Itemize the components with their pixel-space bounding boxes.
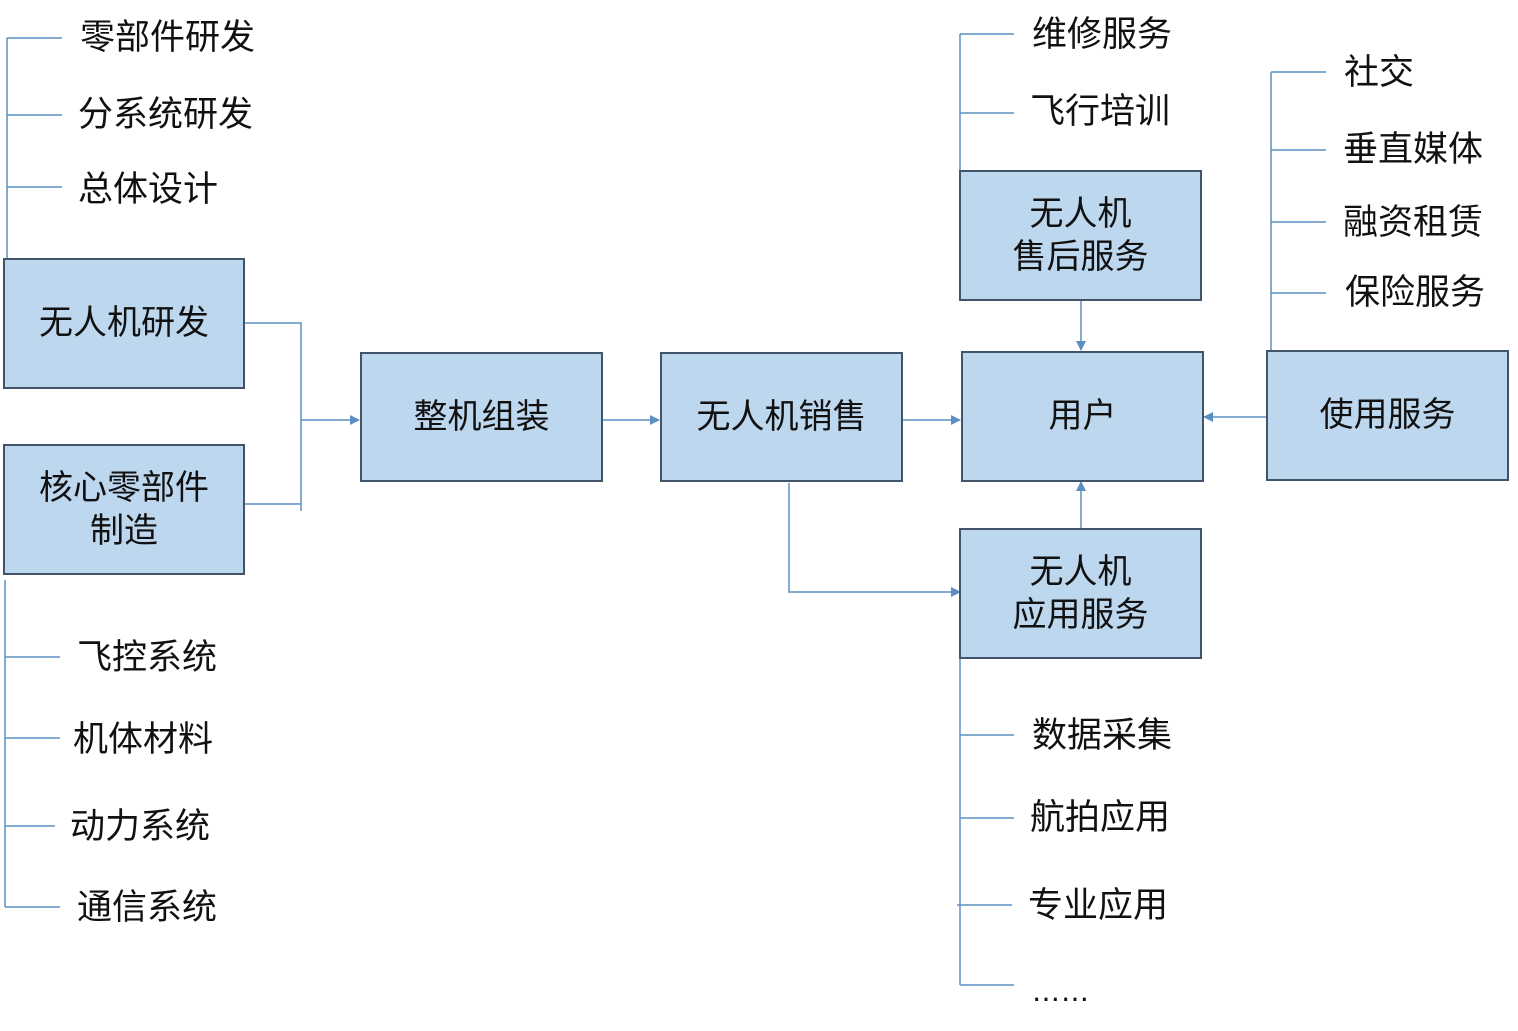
core-item: 飞控系统 bbox=[77, 638, 218, 678]
rd-item: 零部件研发 bbox=[80, 18, 256, 58]
app-item: 数据采集 bbox=[1032, 716, 1173, 756]
sales-node: 无人机销售 bbox=[660, 352, 903, 482]
usage-items-bracket bbox=[1270, 71, 1326, 350]
usage-item: 社交 bbox=[1344, 53, 1415, 93]
core-parts-node-label-1: 核心零部件 bbox=[39, 467, 209, 508]
core-item: 动力系统 bbox=[70, 807, 211, 847]
users-node-label: 用户 bbox=[1048, 396, 1117, 436]
rd-to-assembly-line bbox=[245, 322, 302, 511]
app-item: …… bbox=[1032, 975, 1090, 1008]
usage-node: 使用服务 bbox=[1266, 350, 1509, 481]
rd-items-bracket bbox=[6, 37, 62, 258]
app-service-node-label-2: 应用服务 bbox=[1012, 594, 1149, 635]
aftersale-node-label-2: 售后服务 bbox=[1012, 236, 1149, 277]
assembly-node: 整机组装 bbox=[360, 352, 603, 482]
app-items-bracket bbox=[957, 658, 1014, 986]
core-parts-node: 核心零部件 制造 bbox=[3, 444, 245, 575]
aftersale-node-label-1: 无人机 bbox=[1029, 193, 1132, 234]
app-service-node-label-1: 无人机 bbox=[1029, 551, 1132, 592]
usage-node-label: 使用服务 bbox=[1319, 395, 1456, 435]
sales-to-app-arrow bbox=[788, 483, 961, 597]
usage-item: 保险服务 bbox=[1345, 273, 1486, 313]
core-items-bracket bbox=[4, 580, 60, 908]
rd-node: 无人机研发 bbox=[3, 258, 245, 389]
usage-item: 融资租赁 bbox=[1343, 203, 1484, 243]
aftersale-items-bracket bbox=[959, 33, 1014, 170]
aftersale-item: 飞行培训 bbox=[1030, 92, 1171, 132]
core-item: 机体材料 bbox=[73, 720, 214, 760]
usage-item: 垂直媒体 bbox=[1343, 130, 1484, 170]
rd-item: 分系统研发 bbox=[78, 95, 254, 135]
core-item: 通信系统 bbox=[77, 888, 218, 928]
app-item: 专业应用 bbox=[1028, 886, 1169, 926]
rd-item: 总体设计 bbox=[78, 170, 219, 210]
rd-node-label: 无人机研发 bbox=[39, 303, 209, 343]
app-item: 航拍应用 bbox=[1030, 798, 1171, 838]
app-service-node: 无人机 应用服务 bbox=[959, 528, 1202, 659]
sales-node-label: 无人机销售 bbox=[696, 396, 867, 437]
core-parts-node-label-2: 制造 bbox=[90, 510, 158, 551]
aftersale-node: 无人机 售后服务 bbox=[959, 170, 1202, 301]
assembly-node-label: 整机组装 bbox=[413, 396, 550, 437]
users-node: 用户 bbox=[961, 351, 1204, 482]
aftersale-item: 维修服务 bbox=[1032, 15, 1173, 55]
